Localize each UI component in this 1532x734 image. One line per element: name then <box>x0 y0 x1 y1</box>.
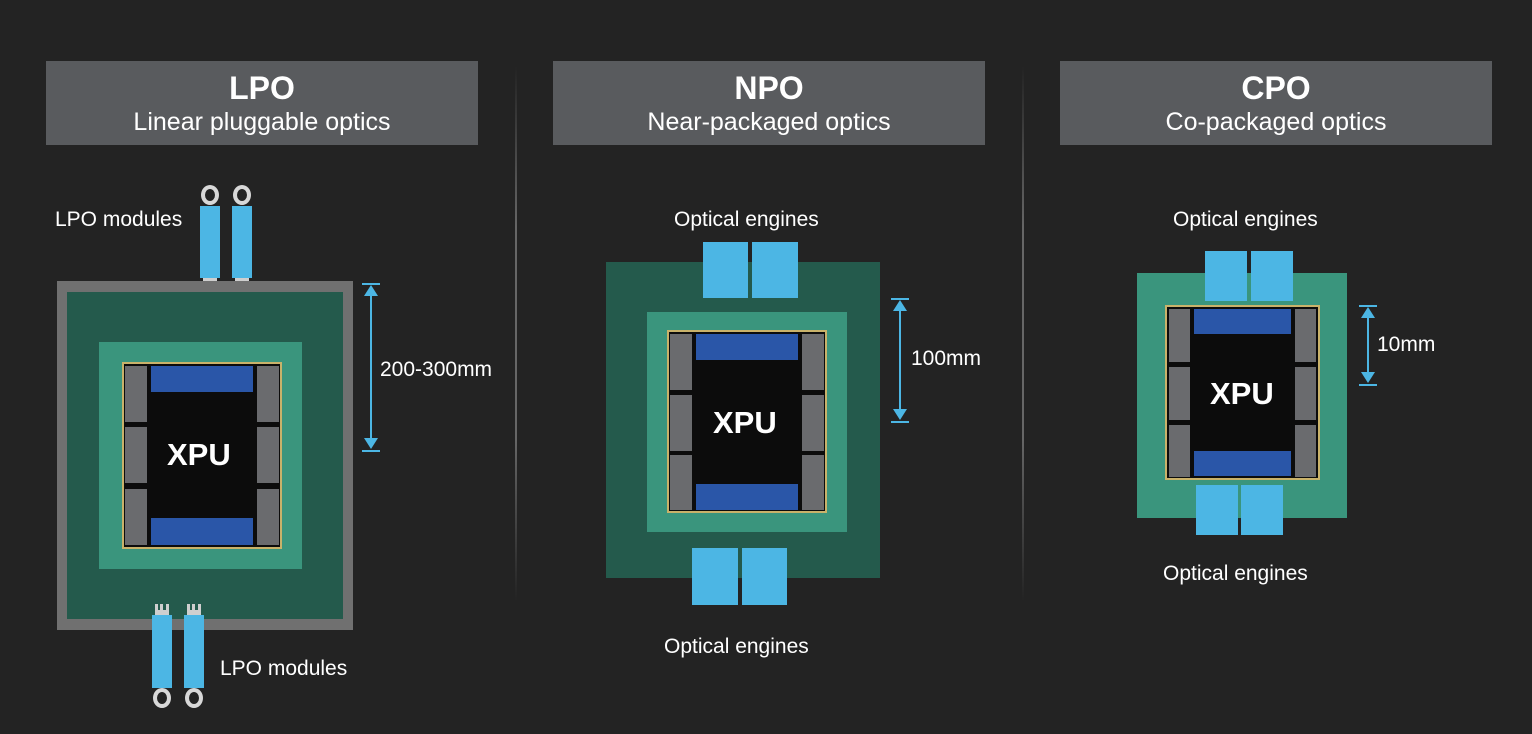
panel-divider-2 <box>1022 66 1024 601</box>
lpo-subtitle: Linear pluggable optics <box>133 108 391 136</box>
hbm-stack <box>151 366 253 392</box>
chiplet <box>1169 309 1190 362</box>
lpo-dimension-label: 200-300mm <box>380 358 493 381</box>
chiplet <box>802 455 824 510</box>
lpo-module <box>152 615 172 688</box>
npo-xpu-label: XPU <box>713 405 777 440</box>
optical-engine <box>703 242 748 298</box>
lpo-header: LPO Linear pluggable optics <box>46 61 478 145</box>
npo-title: NPO <box>734 70 804 106</box>
chiplet <box>1295 309 1316 362</box>
optical-engine <box>752 242 798 298</box>
cpo-header: CPO Co-packaged optics <box>1060 61 1492 145</box>
optical-engine <box>742 548 787 605</box>
chiplet <box>257 427 279 483</box>
chiplet <box>1169 425 1190 477</box>
lpo-xpu-label: XPU <box>167 437 231 472</box>
chiplet <box>257 489 279 545</box>
chiplet <box>1169 367 1190 420</box>
optical-engine <box>1196 485 1238 535</box>
hbm-stack <box>696 484 798 510</box>
optical-engine <box>1241 485 1283 535</box>
chiplet <box>670 395 692 451</box>
lpo-module-pull-tab <box>185 688 203 708</box>
panel-divider-1 <box>515 66 517 601</box>
lpo-top-modules-label: LPO modules <box>55 208 183 231</box>
chiplet <box>670 455 692 510</box>
lpo-module-pull-tab <box>201 185 219 205</box>
npo-bottom-engines-label: Optical engines <box>664 635 809 658</box>
npo-top-engines-label: Optical engines <box>674 208 819 231</box>
cpo-xpu-die <box>1165 305 1320 480</box>
npo-xpu-die <box>667 330 827 513</box>
lpo-module-connector <box>203 278 217 282</box>
cpo-dimension-label: 10mm <box>1377 333 1436 356</box>
lpo-module-pull-tab <box>153 688 171 708</box>
lpo-module-pull-tab <box>233 185 251 205</box>
npo-dimension-label: 100mm <box>911 347 982 370</box>
chiplet <box>125 427 147 483</box>
chiplet <box>257 366 279 422</box>
hbm-stack <box>1194 309 1291 334</box>
cpo-xpu-label: XPU <box>1210 376 1274 411</box>
lpo-module-connector <box>235 278 249 282</box>
npo-subtitle: Near-packaged optics <box>647 108 891 136</box>
chiplet <box>670 334 692 390</box>
lpo-title: LPO <box>229 70 295 106</box>
lpo-xpu-die <box>122 362 282 549</box>
chiplet <box>802 395 824 451</box>
lpo-module <box>232 206 252 278</box>
chiplet <box>125 489 147 545</box>
cpo-title: CPO <box>1241 70 1311 106</box>
chiplet <box>1295 367 1316 420</box>
optical-engine <box>1205 251 1247 301</box>
cpo-subtitle: Co-packaged optics <box>1165 108 1387 136</box>
hbm-stack <box>151 518 253 545</box>
lpo-bottom-modules-label: LPO modules <box>220 657 348 680</box>
npo-header: NPO Near-packaged optics <box>553 61 985 145</box>
optical-engine <box>1251 251 1293 301</box>
hbm-stack <box>1194 451 1291 476</box>
chiplet <box>1295 425 1316 477</box>
chiplet <box>802 334 824 390</box>
chiplet <box>125 366 147 422</box>
lpo-module-connector <box>155 610 169 615</box>
optical-engine <box>692 548 738 605</box>
lpo-module-connector <box>187 610 201 615</box>
hbm-stack <box>696 334 798 360</box>
lpo-module <box>200 206 220 278</box>
cpo-top-engines-label: Optical engines <box>1173 208 1318 231</box>
lpo-module <box>184 615 204 688</box>
cpo-bottom-engines-label: Optical engines <box>1163 562 1308 585</box>
